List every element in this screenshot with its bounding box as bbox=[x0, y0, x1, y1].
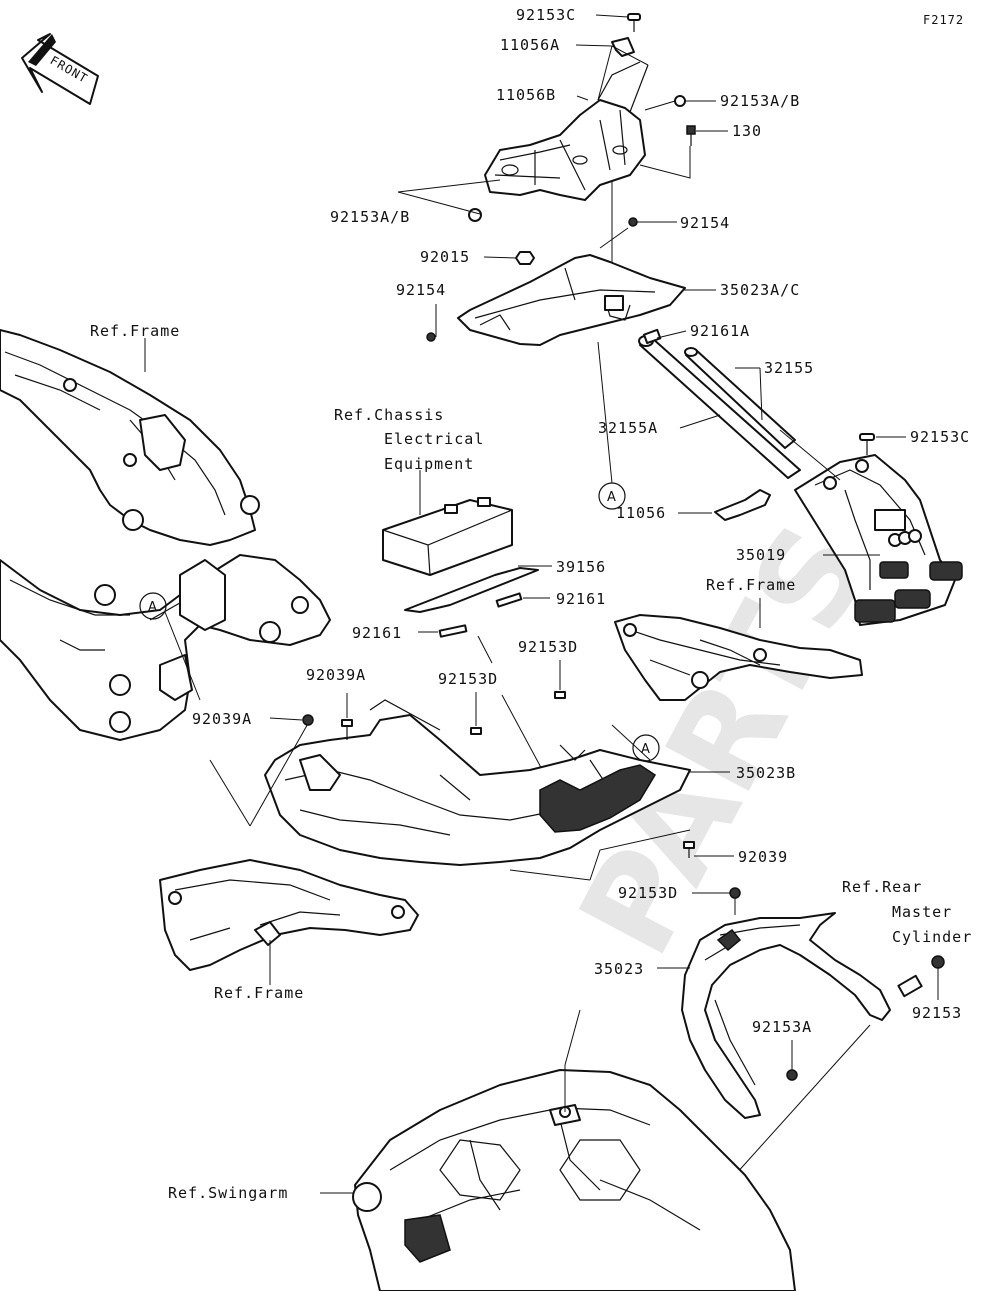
label-11056A: 11056A bbox=[500, 36, 560, 54]
label-92039: 92039 bbox=[738, 848, 788, 866]
ref-rear-master-line1: Ref.Rear bbox=[842, 878, 922, 896]
label-92153AB-right: 92153A/B bbox=[720, 92, 800, 110]
ref-frame-bottom: Ref.Frame bbox=[214, 984, 304, 1002]
label-92154-right: 92154 bbox=[680, 214, 730, 232]
label-92153C-right: 92153C bbox=[910, 428, 970, 446]
nut-92015 bbox=[515, 251, 535, 265]
label-35023AC: 35023A/C bbox=[720, 281, 800, 299]
callout-a-upper bbox=[598, 482, 626, 510]
bolt-92153A bbox=[786, 1069, 798, 1081]
battery-mat-39156 bbox=[404, 567, 539, 613]
undertray-35023B bbox=[264, 699, 691, 866]
label-35023B: 35023B bbox=[736, 764, 796, 782]
ref-chassis-line1: Ref.Chassis bbox=[334, 406, 444, 424]
bolt-92153AB-right bbox=[674, 95, 686, 107]
bolt-92154-left bbox=[426, 332, 436, 342]
callout-a-left-letter: A bbox=[148, 600, 157, 615]
bolt-92153C-top bbox=[627, 13, 641, 32]
rod-32155A bbox=[638, 335, 801, 479]
label-92153AB-left: 92153A/B bbox=[330, 208, 410, 226]
label-92161-left: 92161 bbox=[352, 624, 402, 642]
frame-middle-left bbox=[0, 554, 331, 741]
bolt-92153-master bbox=[897, 955, 945, 998]
label-92154-left: 92154 bbox=[396, 281, 446, 299]
label-39156: 39156 bbox=[556, 558, 606, 576]
frame-right bbox=[614, 614, 863, 701]
label-92039A-upper: 92039A bbox=[306, 666, 366, 684]
bolt-92039A-left bbox=[302, 714, 314, 726]
spacer-92161A bbox=[643, 328, 662, 345]
pad-92161-left bbox=[438, 624, 468, 638]
bolt-130 bbox=[686, 125, 696, 146]
label-92153: 92153 bbox=[912, 1004, 962, 1022]
ref-rear-master-line3: Cylinder bbox=[892, 928, 972, 946]
label-92153A: 92153A bbox=[752, 1018, 812, 1036]
tray-35023AC bbox=[457, 254, 686, 346]
ref-chassis-line2: Electrical bbox=[384, 430, 484, 448]
label-130: 130 bbox=[732, 122, 762, 140]
callout-a-left bbox=[139, 592, 167, 620]
bolt-92153D-mid bbox=[470, 727, 482, 735]
label-92015: 92015 bbox=[420, 248, 470, 266]
label-92039A-left: 92039A bbox=[192, 710, 252, 728]
label-92161A: 92161A bbox=[690, 322, 750, 340]
ref-rear-master-line2: Master bbox=[892, 903, 952, 921]
bolt-92153AB-left bbox=[468, 208, 482, 222]
bolt-92153D-upper bbox=[554, 691, 566, 699]
ref-frame-top-left: Ref.Frame bbox=[90, 322, 180, 340]
ref-chassis-line3: Equipment bbox=[384, 455, 474, 473]
label-92153C-top: 92153C bbox=[516, 6, 576, 24]
clip-11056 bbox=[714, 489, 771, 521]
frame-top-left bbox=[0, 329, 260, 546]
callout-a-lower bbox=[632, 734, 660, 762]
tail-light-35019 bbox=[794, 454, 963, 626]
bracket-assembly-11056B bbox=[484, 61, 649, 201]
label-92153D-mid: 92153D bbox=[438, 670, 498, 688]
bolt-92153D-lower bbox=[729, 887, 741, 899]
label-11056B: 11056B bbox=[496, 86, 556, 104]
label-11056: 11056 bbox=[616, 504, 666, 522]
front-arrow-icon: FRONT bbox=[21, 33, 99, 105]
rod-32155 bbox=[684, 347, 796, 449]
ref-frame-right: Ref.Frame bbox=[706, 576, 796, 594]
clip-11056A bbox=[611, 37, 635, 57]
label-35023: 35023 bbox=[594, 960, 644, 978]
frame-bottom-left bbox=[159, 859, 419, 971]
label-35019: 35019 bbox=[736, 546, 786, 564]
callout-a-upper-letter: A bbox=[607, 490, 616, 505]
ref-swingarm: Ref.Swingarm bbox=[168, 1184, 288, 1202]
bolt-92039 bbox=[683, 841, 695, 858]
side-cover-35023 bbox=[681, 912, 891, 1119]
label-92153D-lower: 92153D bbox=[618, 884, 678, 902]
label-92153D-upper: 92153D bbox=[518, 638, 578, 656]
callout-a-lower-letter: A bbox=[641, 742, 650, 757]
label-32155A: 32155A bbox=[598, 419, 658, 437]
swingarm bbox=[352, 1069, 796, 1291]
label-32155: 32155 bbox=[764, 359, 814, 377]
label-92161-right: 92161 bbox=[556, 590, 606, 608]
bolt-92153C-right bbox=[859, 433, 875, 455]
battery-icon bbox=[382, 497, 513, 576]
figure-code: F2172 bbox=[923, 13, 964, 27]
bolt-92154-right bbox=[628, 217, 638, 227]
pad-92161-right bbox=[495, 592, 523, 608]
bolt-92039A-upper bbox=[341, 719, 353, 740]
